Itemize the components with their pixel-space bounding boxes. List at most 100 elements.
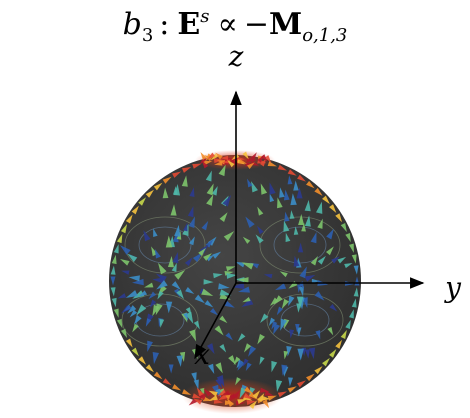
field-arrow-icon (162, 378, 172, 386)
field-arrow-icon (168, 364, 174, 374)
field-arrow-icon (283, 189, 290, 201)
field-arrow-icon (201, 160, 209, 169)
field-arrow-icon (220, 155, 229, 161)
field-arrow-icon (219, 289, 232, 296)
field-arrow-icon (123, 304, 132, 312)
field-arrow-icon (353, 287, 359, 297)
field-arrow-icon (148, 291, 157, 300)
field-arrow-icon (242, 151, 249, 160)
field-arrow-icon (110, 276, 116, 286)
field-arrow-icon (262, 399, 270, 409)
field-arrow-icon (297, 174, 306, 182)
field-arrow-icon (187, 206, 194, 218)
figure-title: b3:Es∝−Mo,1,3 (123, 6, 348, 46)
field-arrow-icon (157, 290, 164, 300)
field-arrow-icon (171, 281, 181, 290)
field-arrow-icon (145, 189, 154, 198)
field-arrow-icon (176, 289, 184, 300)
field-arrow-icon (189, 329, 197, 342)
field-arrow-icon (260, 158, 267, 167)
field-arrow-icon (276, 306, 284, 316)
field-arrow-icon (199, 156, 207, 165)
field-arrow-icon (297, 242, 304, 253)
field-arrow-icon (149, 299, 157, 308)
field-arrow-icon (219, 315, 228, 324)
field-arrow-icon (224, 300, 235, 308)
field-arrow-icon (251, 181, 258, 193)
field-arrow-icon (176, 355, 183, 367)
field-arrow-icon (267, 395, 277, 401)
title-b-subscript: 3 (142, 25, 153, 46)
field-arrow-icon (152, 352, 160, 365)
field-arrow-icon (119, 245, 131, 255)
field-arrow-icon (131, 278, 144, 286)
field-arrow-icon (263, 273, 273, 279)
field-arrow-icon (269, 182, 276, 195)
field-arrow-icon (283, 350, 289, 360)
field-arrow-icon (287, 169, 297, 176)
field-arrow-icon (208, 363, 215, 375)
field-arrow-icon (310, 256, 319, 266)
field-arrow-icon (219, 343, 227, 353)
streamline (266, 293, 344, 347)
field-arrow-icon (286, 345, 292, 357)
field-arrow-icon (153, 228, 158, 237)
field-arrow-icon (268, 317, 276, 327)
field-arrow-icon (273, 295, 283, 305)
field-arrow-icon (243, 343, 252, 353)
field-arrow-icon (172, 251, 179, 264)
field-arrow-icon (238, 286, 250, 293)
field-arrow-icon (309, 347, 316, 360)
field-arrow-icon (144, 282, 154, 288)
field-arrow-icon (183, 222, 188, 232)
field-arrow-icon (210, 153, 219, 161)
field-arrow-icon (212, 251, 222, 259)
field-arrow-icon (244, 386, 253, 394)
field-arrow-icon (153, 182, 163, 191)
field-arrow-icon (245, 216, 255, 228)
field-arrow-icon (192, 393, 202, 399)
field-arrow-icon (143, 230, 151, 242)
field-arrow-icon (314, 291, 325, 301)
field-arrow-icon (243, 393, 253, 400)
field-arrow-icon (264, 390, 274, 396)
field-arrow-icon (329, 303, 338, 312)
field-arrow-icon (345, 319, 351, 329)
field-arrow-icon (159, 318, 165, 328)
field-arrow-icon (271, 360, 278, 373)
field-arrow-icon (317, 255, 326, 265)
streamline (259, 216, 341, 274)
field-arrow-icon (172, 186, 178, 195)
field-arrow-icon (116, 233, 123, 244)
field-arrow-icon (351, 254, 357, 264)
field-arrow-icon (138, 197, 147, 206)
z-axis-label: z (228, 40, 244, 73)
field-arrow-icon (191, 372, 197, 383)
field-arrow-icon (162, 187, 169, 199)
field-arrow-icon (250, 152, 257, 161)
field-arrow-icon (203, 253, 212, 261)
field-arrow-icon (181, 167, 192, 173)
field-arrow-icon (156, 280, 168, 290)
field-arrow-icon (316, 201, 323, 214)
field-arrow-icon (281, 298, 290, 309)
field-arrow-icon (260, 387, 270, 393)
field-arrow-icon (335, 339, 343, 349)
field-arrow-icon (200, 152, 207, 160)
field-arrow-icon (299, 266, 307, 279)
field-arrow-icon (201, 288, 214, 296)
field-arrow-icon (335, 213, 343, 223)
field-arrow-icon (304, 274, 316, 282)
field-arrow-icon (245, 362, 252, 371)
field-arrow-icon (344, 262, 353, 269)
field-arrow-icon (246, 157, 256, 162)
sphere-surface (109, 155, 361, 407)
field-arrow-icon (297, 380, 306, 388)
field-arrow-icon (257, 206, 264, 216)
field-arrow-icon (222, 195, 232, 207)
field-arrow-icon (215, 152, 223, 160)
field-arrow-icon (293, 180, 299, 191)
field-arrow-icon (273, 323, 281, 335)
field-arrow-icon (296, 187, 303, 199)
